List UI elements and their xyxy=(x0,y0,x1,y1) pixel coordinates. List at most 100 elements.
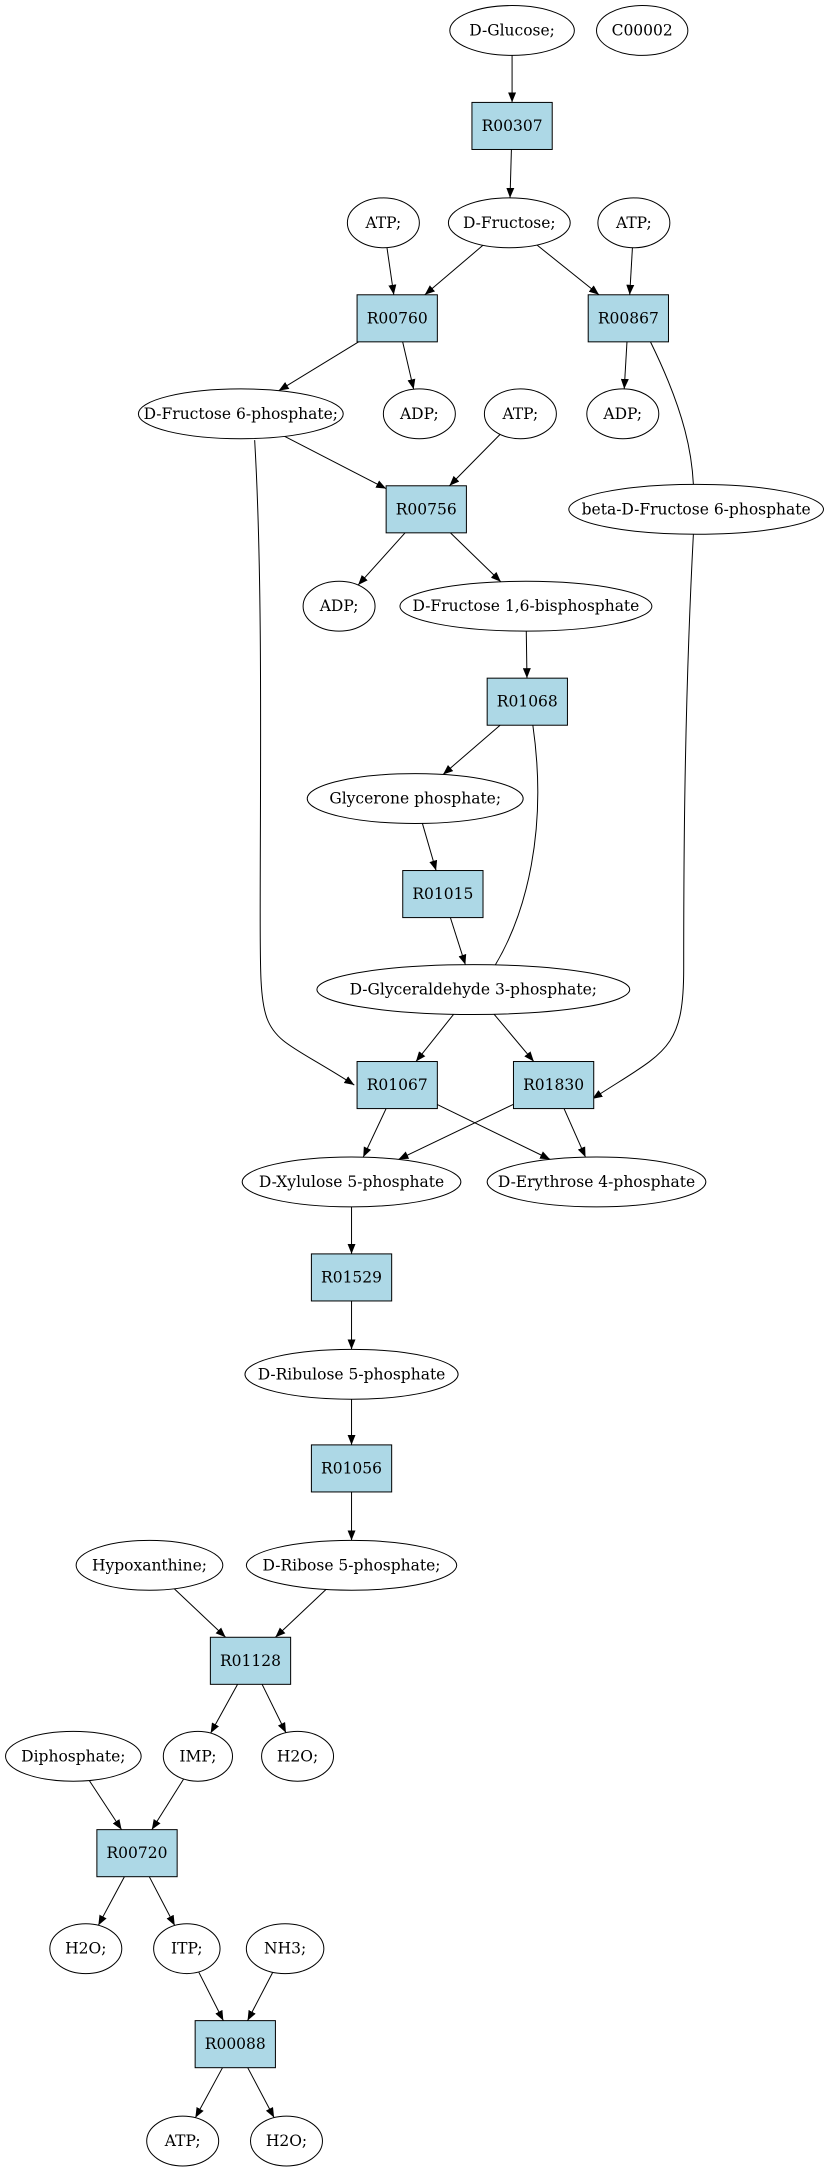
metabolite-ellipse-hypoxanthine xyxy=(75,1539,224,1591)
reaction-box-r01067 xyxy=(356,1061,438,1110)
node-label-bf6p: beta-D-Fructose 6-phosphate xyxy=(582,500,811,518)
node-label-imp: IMP; xyxy=(179,1747,216,1765)
metabolite-node-atp2: ATP; xyxy=(597,197,671,249)
node-label-hypoxanthine: Hypoxanthine; xyxy=(92,1556,207,1574)
edge-r01830-to-x5p xyxy=(398,1103,514,1160)
metabolite-node-g3p: D-Glyceraldehyde 3-phosphate; xyxy=(316,964,631,1015)
metabolite-ellipse-glucose xyxy=(449,5,575,56)
metabolite-ellipse-g3p xyxy=(316,964,631,1015)
edge-r00756-to-fbp xyxy=(450,532,502,583)
node-label-adp2: ADP; xyxy=(602,405,642,423)
metabolite-node-adp3: ADP; xyxy=(302,580,376,632)
node-label-gp: Glycerone phosphate; xyxy=(329,790,501,808)
metabolite-ellipse-fructose xyxy=(447,197,571,249)
node-label-r00088: R00088 xyxy=(205,2035,266,2053)
metabolite-ellipse-itp xyxy=(153,1923,221,1975)
node-label-atp3: ATP; xyxy=(501,405,538,423)
metabolite-node-atp3: ATP; xyxy=(483,388,557,440)
metabolite-node-h2o1: H2O; xyxy=(261,1730,335,1782)
node-label-r5p: D-Ribose 5-phosphate; xyxy=(263,1556,441,1574)
metabolite-node-atp4: ATP; xyxy=(146,2115,220,2167)
edge-itp-to-r00088 xyxy=(198,1971,224,2021)
metabolite-node-fbp: D-Fructose 1,6-bisphosphate xyxy=(399,580,653,632)
metabolite-ellipse-gp xyxy=(306,773,524,824)
edge-fbp-to-r01068 xyxy=(522,631,531,679)
reaction-box-r01128 xyxy=(209,1636,292,1685)
reaction-box-r00088 xyxy=(194,2020,276,2069)
reaction-node-r01529: R01529 xyxy=(310,1253,393,1302)
edge-hypoxanthine-to-r01128 xyxy=(173,1588,226,1638)
metabolite-node-glucose: D-Glucose; xyxy=(449,5,575,56)
metabolite-ellipse-atp2 xyxy=(597,197,671,249)
metabolite-node-atp1: ATP; xyxy=(346,197,420,249)
edge-r01830-to-e4p xyxy=(563,1108,586,1158)
node-label-r00756: R00756 xyxy=(396,500,457,518)
metabolite-ellipse-r5p xyxy=(245,1539,458,1591)
metabolite-node-e4p: D-Erythrose 4-phosphate xyxy=(486,1156,707,1208)
reaction-box-r01529 xyxy=(310,1253,393,1302)
node-label-h2o3: H2O; xyxy=(266,2132,307,2150)
metabolite-node-x5p: D-Xylulose 5-phosphate xyxy=(241,1156,462,1208)
metabolite-ellipse-diphosphate xyxy=(5,1730,142,1782)
node-label-g3p: D-Glyceraldehyde 3-phosphate; xyxy=(350,981,597,999)
reaction-node-r00760: R00760 xyxy=(356,294,438,343)
edge-r01067-to-e4p xyxy=(437,1104,551,1160)
edge-fructose-to-r00867 xyxy=(536,244,600,296)
edge-r01128-to-h2o1 xyxy=(261,1684,287,1733)
edge-r00088-to-atp4 xyxy=(194,2067,223,2118)
edge-gp-to-r01015 xyxy=(421,823,438,871)
reaction-box-r00867 xyxy=(587,294,669,343)
node-label-r00720: R00720 xyxy=(107,1844,168,1862)
edge-r01068-to-g3p xyxy=(466,725,539,989)
edge-r01015-to-g3p xyxy=(449,917,467,965)
metabolite-node-fructose: D-Fructose; xyxy=(447,197,571,249)
edge-r00760-to-f6p xyxy=(278,341,359,392)
metabolite-ellipse-bf6p xyxy=(568,483,824,535)
metabolite-node-r5p: D-Ribose 5-phosphate; xyxy=(245,1539,458,1591)
node-label-h2o1: H2O; xyxy=(277,1747,318,1765)
node-label-nh3: NH3; xyxy=(264,1940,306,1958)
node-label-atp1: ATP; xyxy=(364,214,401,232)
reaction-box-r01068 xyxy=(486,677,568,726)
edge-atp2-to-r00867 xyxy=(626,247,635,295)
edge-r00088-to-h2o3 xyxy=(247,2067,275,2118)
node-label-adp1: ADP; xyxy=(399,405,439,423)
metabolite-ellipse-fbp xyxy=(399,580,653,632)
node-label-itp: ITP; xyxy=(171,1940,203,1958)
metabolite-ellipse-x5p xyxy=(241,1156,462,1208)
metabolite-ellipse-f6p xyxy=(137,388,344,440)
node-label-f6p: D-Fructose 6-phosphate; xyxy=(144,405,338,423)
reaction-box-r01015 xyxy=(402,870,484,919)
reaction-node-r00867: R00867 xyxy=(587,294,669,343)
reaction-box-r00760 xyxy=(356,294,438,343)
node-label-atp2: ATP; xyxy=(615,214,652,232)
nodes-layer: D-Glucose;C00002R00307ATP;D-Fructose;ATP… xyxy=(5,5,824,2167)
edge-atp1-to-r00760 xyxy=(386,247,397,295)
reaction-box-r00307 xyxy=(471,101,553,150)
node-label-r01830: R01830 xyxy=(523,1076,584,1094)
reaction-box-r01830 xyxy=(512,1061,595,1110)
metabolite-node-itp: ITP; xyxy=(153,1923,221,1975)
node-label-diphosphate: Diphosphate; xyxy=(21,1747,125,1765)
metabolite-node-nh3: NH3; xyxy=(245,1923,325,1975)
reaction-node-r00756: R00756 xyxy=(385,485,467,534)
node-label-r01068: R01068 xyxy=(497,693,558,711)
edge-g3p-to-r01830 xyxy=(493,1013,535,1062)
edge-atp3-to-r00756 xyxy=(449,434,501,487)
node-label-h2o2: H2O; xyxy=(65,1940,106,1958)
edge-r5p-to-r01128 xyxy=(275,1589,327,1638)
node-label-glucose: D-Glucose; xyxy=(469,21,555,39)
metabolite-ellipse-nh3 xyxy=(245,1923,325,1975)
edge-nh3-to-r00088 xyxy=(247,1972,274,2021)
edge-r00756-to-adp3 xyxy=(357,532,406,586)
edge-r01128-to-imp xyxy=(210,1684,238,1734)
node-label-r00760: R00760 xyxy=(367,309,428,327)
node-label-r01015: R01015 xyxy=(412,885,473,903)
node-label-r01067: R01067 xyxy=(367,1076,428,1094)
reaction-node-r01015: R01015 xyxy=(402,870,484,919)
node-label-r01529: R01529 xyxy=(321,1268,382,1286)
edge-fructose-to-r00760 xyxy=(424,244,484,296)
node-label-x5p: D-Xylulose 5-phosphate xyxy=(259,1173,444,1191)
metabolite-ellipse-h2o1 xyxy=(261,1730,335,1782)
